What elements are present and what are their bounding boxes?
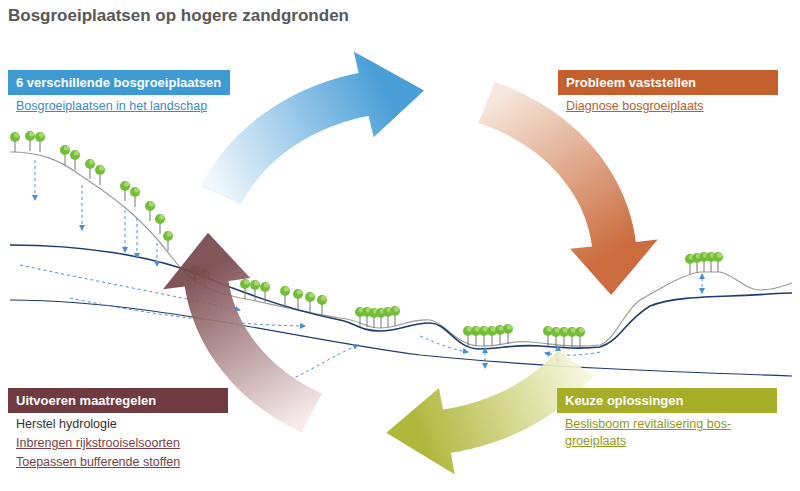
step-link: Bosgroeiplaatsen in het landschap xyxy=(8,98,230,115)
surface-line xyxy=(10,152,792,346)
step-box: 6 verschillende bosgroeiplaatsenBosgroei… xyxy=(8,70,230,115)
aquifer-line xyxy=(10,300,792,376)
step-box: Keuze oplossingenBeslisboom revitaliseri… xyxy=(557,388,777,450)
step-text: Herstel hydrologie xyxy=(8,416,228,433)
step-heading: Probleem vaststellen xyxy=(558,70,778,95)
cycle-arrow xyxy=(201,52,424,204)
step-heading: Uitvoeren maatregelen xyxy=(8,388,228,413)
cycle-arrow xyxy=(478,82,657,295)
step-heading: Keuze oplossingen xyxy=(557,388,777,413)
groundwater-line xyxy=(10,245,792,349)
step-heading: 6 verschillende bosgroeiplaatsen xyxy=(8,70,230,95)
step-link: Inbrengen rijkstrooiselsoorten xyxy=(8,435,228,452)
step-link: Diagnose bosgroeiplaats xyxy=(558,98,778,115)
diagram-title: Bosgroeiplaatsen op hogere zandgronden xyxy=(8,6,349,26)
step-link: Toepassen bufferende stoffen xyxy=(8,454,228,471)
step-box: Probleem vaststellenDiagnose bosgroeipla… xyxy=(558,70,778,115)
step-box: Uitvoeren maatregelenHerstel hydrologieI… xyxy=(8,388,228,471)
step-link: Beslisboom revitalisering bos- groeiplaa… xyxy=(557,416,747,450)
